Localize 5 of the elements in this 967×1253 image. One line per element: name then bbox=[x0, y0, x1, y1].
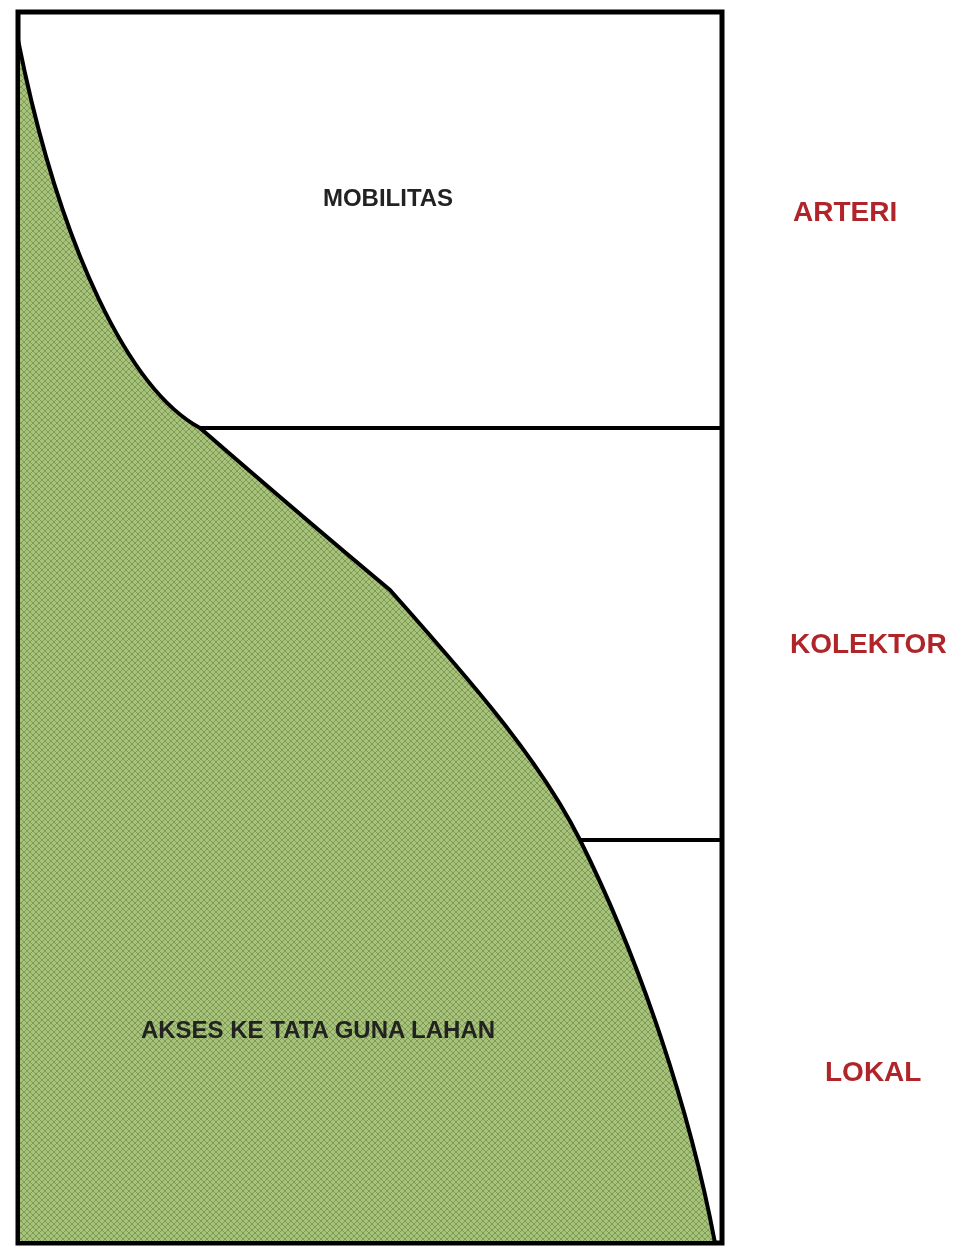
area-label: AKSES KE TATA GUNA LAHAN bbox=[139, 1015, 497, 1045]
road-class-label: LOKAL bbox=[825, 1056, 922, 1088]
road-class-label: ARTERI bbox=[793, 196, 898, 228]
area-label: MOBILITAS bbox=[321, 183, 455, 213]
road-class-label: KOLEKTOR bbox=[790, 628, 947, 660]
